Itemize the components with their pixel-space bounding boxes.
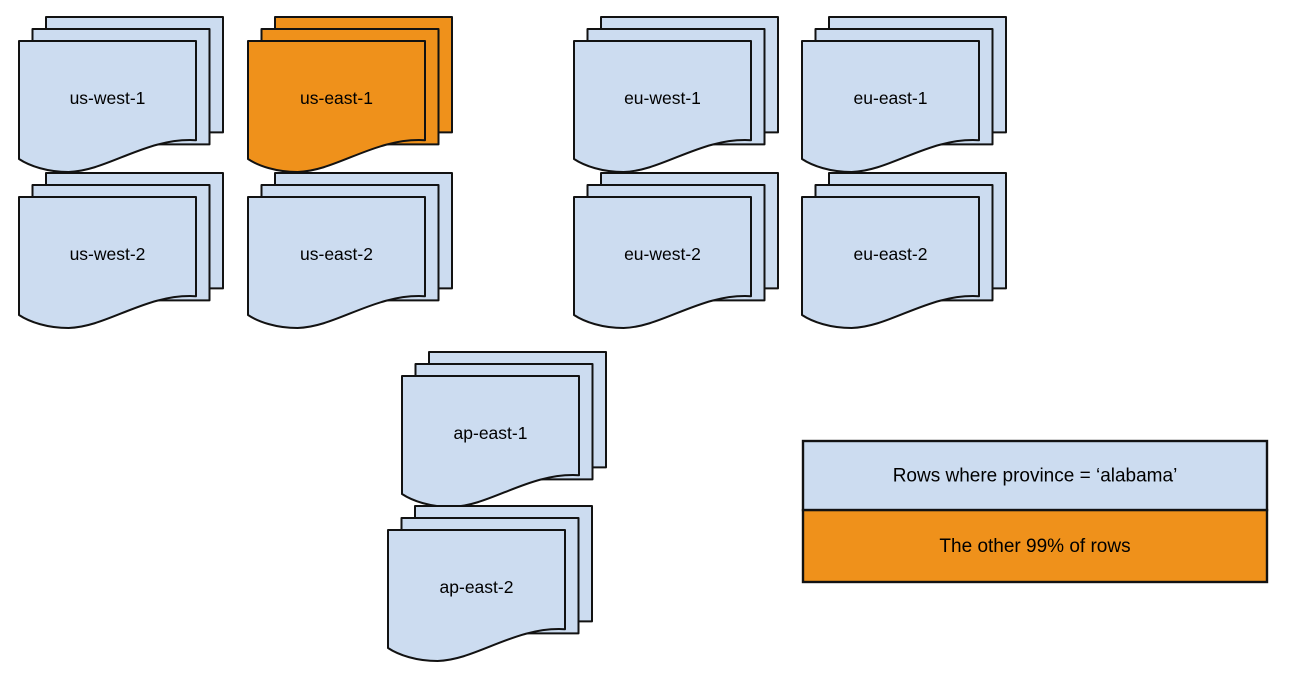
region-stack-us-east-2[interactable]: us-east-2: [247, 172, 453, 329]
region-stack-label: us-east-2: [300, 244, 373, 264]
region-stack-label: ap-east-2: [440, 577, 514, 597]
stack-sheet-front: [18, 196, 197, 329]
stack-sheet-front: [387, 529, 566, 662]
region-stack-eu-east-1[interactable]: eu-east-1: [801, 16, 1007, 173]
region-stack-label: eu-west-1: [624, 88, 701, 108]
region-stack-label: us-west-1: [70, 88, 146, 108]
legend-row-orange: The other 99% of rows: [801, 508, 1269, 584]
region-stack-ap-east-2[interactable]: ap-east-2: [387, 505, 593, 662]
region-stack-label: eu-east-1: [854, 88, 928, 108]
stack-sheet-front: [801, 40, 980, 173]
stack-sheet-front: [247, 40, 426, 173]
region-stack-label: eu-east-2: [854, 244, 928, 264]
region-stack-us-west-2[interactable]: us-west-2: [18, 172, 224, 329]
stack-sheet-front: [801, 196, 980, 329]
region-stack-eu-west-2[interactable]: eu-west-2: [573, 172, 779, 329]
region-stack-eu-west-1[interactable]: eu-west-1: [573, 16, 779, 173]
region-stacks-group: us-west-1 us-east-1 eu-west-1 eu-east-1 us-w…: [18, 16, 1007, 662]
region-stack-us-west-1[interactable]: us-west-1: [18, 16, 224, 173]
stack-sheet-front: [573, 196, 752, 329]
legend-label: Rows where province = ‘alabama’: [893, 466, 1178, 487]
region-stack-label: us-east-1: [300, 88, 373, 108]
region-stack-label: us-west-2: [70, 244, 146, 264]
stack-sheet-front: [247, 196, 426, 329]
legend-swatch: [801, 439, 1269, 512]
region-stack-label: ap-east-1: [454, 423, 528, 443]
stack-sheet-front: [573, 40, 752, 173]
legend-label: The other 99% of rows: [939, 536, 1130, 557]
legend-swatch: [801, 508, 1269, 584]
legend-group: Rows where province = ‘alabama’ The other…: [801, 439, 1269, 584]
region-stack-ap-east-1[interactable]: ap-east-1: [401, 351, 607, 508]
stack-sheet-front: [18, 40, 197, 173]
region-stack-label: eu-west-2: [624, 244, 701, 264]
legend-row-blue: Rows where province = ‘alabama’: [801, 439, 1269, 512]
region-stack-us-east-1[interactable]: us-east-1: [247, 16, 453, 173]
region-stack-eu-east-2[interactable]: eu-east-2: [801, 172, 1007, 329]
